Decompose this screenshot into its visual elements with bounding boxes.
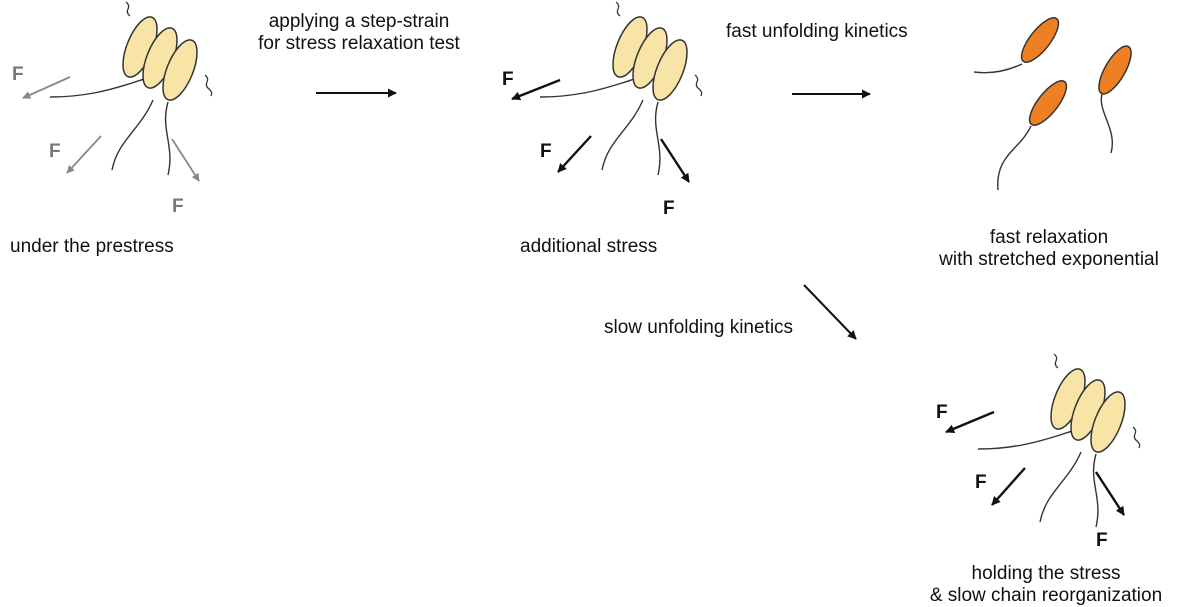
caption-step-strain-line1: applying a step-strain [268,11,450,32]
force-arrow-down-right-prestress [171,138,200,182]
force-label: F [540,141,552,162]
force-label: F [975,472,987,493]
caption-holding-stress-line1: holding the stress [971,563,1121,584]
caption-fast-relaxation-line2: with stretched exponential [939,249,1159,270]
caption-slow-unfolding: slow unfolding kinetics [604,317,794,338]
force-label: F [49,141,61,162]
force-label: F [172,196,184,217]
caption-fast-relaxation: fast relaxation with stretched exponenti… [924,227,1174,271]
force-arrow-down-left-additional [557,135,592,173]
force-arrow-left-prestress [22,76,71,99]
caption-fast-unfolding: fast unfolding kinetics [726,21,908,42]
force-arrow-down-right-additional [659,138,691,183]
force-label: F [663,198,675,219]
unfolded-chains [973,17,1132,191]
force-label: F [502,69,514,90]
bundle-prestress [49,1,213,176]
bundle-additional-stress [539,1,703,176]
force-label: F [1096,530,1108,551]
force-arrow-down-right-holding [1094,471,1126,516]
caption-additional-stress: additional stress [520,236,658,257]
force-arrow-left-holding [945,410,995,434]
caption-step-strain-line2: for stress relaxation test [258,33,460,54]
caption-holding-stress-line2: & slow chain reorganization [929,585,1163,606]
force-arrow-down-left-prestress [66,135,102,174]
force-label: F [12,64,24,85]
force-label: F [936,402,948,423]
caption-prestress: under the prestress [10,236,174,257]
arrow-slow-unfolding [803,284,857,340]
caption-step-strain: applying a step-strain for stress relaxa… [244,11,474,55]
caption-fast-relaxation-line1: fast relaxation [989,227,1109,248]
caption-holding-stress: holding the stress & slow chain reorgani… [916,563,1176,607]
force-arrow-down-left-holding [991,467,1026,506]
force-arrow-left-additional [511,78,561,101]
